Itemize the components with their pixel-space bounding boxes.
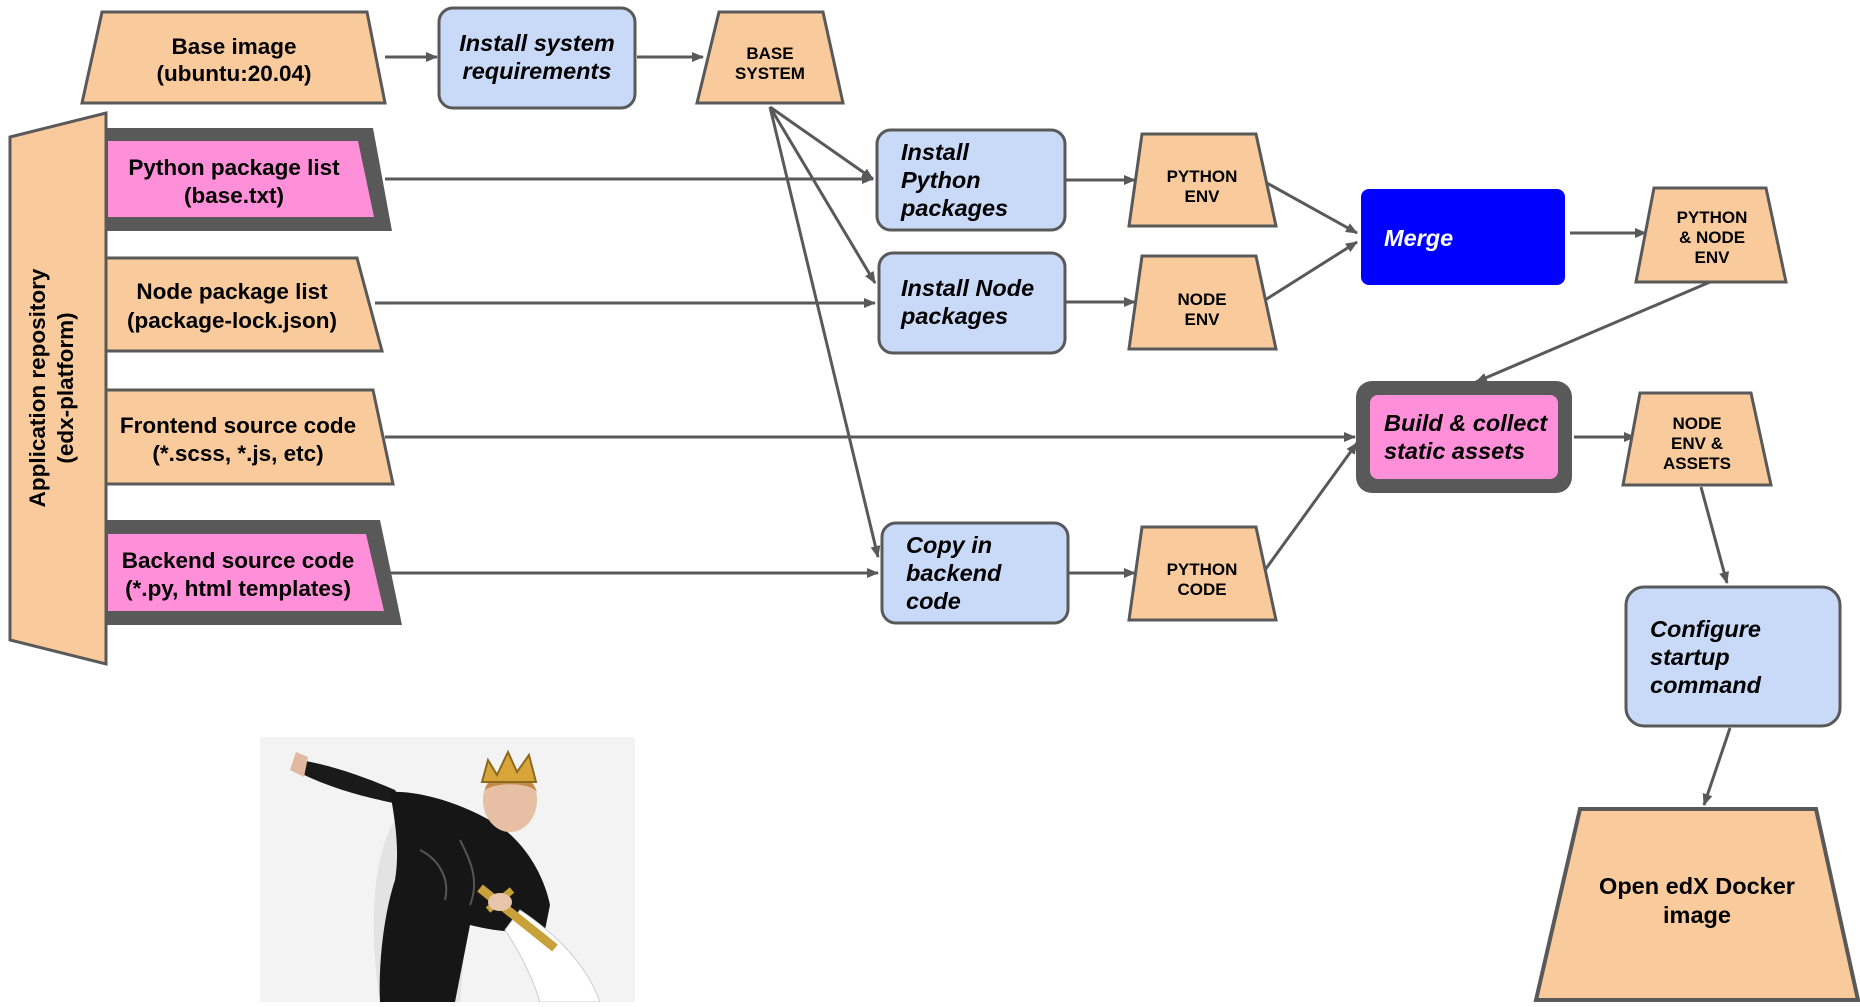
connectors (375, 52, 1732, 806)
performer-photo (260, 737, 635, 1002)
install-python-line3: packages (900, 195, 1008, 221)
process-copy-backend: Copy in backend code (880, 521, 1070, 625)
copy-backend-line1: Copy in (906, 532, 992, 558)
install-python-line1: Install (901, 139, 969, 165)
artifact-base-system: BASE SYSTEM (695, 10, 845, 105)
base-image-line2: (ubuntu:20.04) (157, 61, 312, 86)
node-env-line1: NODE (1177, 290, 1226, 309)
artifact-python-node-env: PYTHON & NODE ENV (1634, 186, 1788, 284)
copy-backend-line3: code (906, 588, 961, 614)
python-code-line2: CODE (1177, 580, 1226, 599)
base-system-line1: BASE (746, 44, 793, 63)
artifact-docker-image: Open edX Docker image (1533, 807, 1860, 1002)
edge-python-code-to-build-assets (1263, 442, 1359, 571)
process-install-python: Install Python packages (875, 128, 1067, 232)
configure-line1: Configure (1650, 616, 1761, 642)
edge-configure-to-docker-image (1702, 727, 1732, 806)
edge-python-env-to-merge (1264, 180, 1358, 235)
process-configure-startup: Configure startup command (1624, 585, 1842, 728)
edge-node-env-to-merge (1264, 240, 1358, 302)
repository-label-line1: Application repository (25, 268, 50, 507)
python-code-line1: PYTHON (1167, 560, 1238, 579)
python-node-env-line1: PYTHON (1677, 208, 1748, 227)
process-build-assets: Build & collect static assets (1356, 381, 1572, 493)
input-backend-source: Backend source code (*.py, html template… (106, 520, 402, 625)
artifact-python-code: PYTHON CODE (1127, 525, 1278, 622)
configure-line3: command (1650, 672, 1762, 698)
process-install-system: Install system requirements (437, 6, 637, 110)
artifact-node-env: NODE ENV (1127, 254, 1278, 351)
edge-base-system-to-install-node (768, 106, 877, 284)
python-node-env-line2: & NODE (1679, 228, 1745, 247)
configure-line2: startup (1650, 644, 1730, 670)
merge-label: Merge (1384, 225, 1453, 251)
node-env-assets-line2: ENV & (1671, 434, 1723, 453)
docker-image-line1: Open edX Docker (1599, 873, 1795, 899)
process-merge: Merge (1361, 189, 1565, 285)
edge-python-node-env-to-build-assets (1475, 280, 1711, 384)
frontend-line1: Frontend source code (120, 413, 356, 438)
node-list-line1: Node package list (136, 279, 328, 304)
install-python-line2: Python (901, 167, 981, 193)
backend-line2: (*.py, html templates) (125, 576, 351, 601)
build-assets-line2: static assets (1384, 438, 1525, 464)
python-env-line2: ENV (1185, 187, 1221, 206)
python-env-line1: PYTHON (1167, 167, 1238, 186)
install-node-line1: Install Node (901, 275, 1034, 301)
process-install-node: Install Node packages (877, 251, 1067, 355)
frontend-line2: (*.scss, *.js, etc) (152, 441, 323, 466)
node-env-line2: ENV (1185, 310, 1221, 329)
input-python-package-list: Python package list (base.txt) (106, 128, 392, 231)
input-base-image: Base image (ubuntu:20.04) (80, 10, 387, 105)
python-list-line1: Python package list (128, 155, 340, 180)
python-node-env-line3: ENV (1695, 248, 1731, 267)
install-node-line2: packages (900, 303, 1008, 329)
copy-backend-line2: backend (906, 560, 1002, 586)
application-repository: Application repository (edx-platform) (8, 111, 108, 666)
docker-image-line2: image (1663, 902, 1731, 928)
base-image-line1: Base image (171, 34, 296, 59)
install-system-line1: Install system (459, 30, 614, 56)
backend-line1: Backend source code (122, 548, 355, 573)
build-assets-line1: Build & collect (1384, 410, 1548, 436)
edge-base-system-to-install-python (769, 105, 874, 181)
edge-node-env-assets-to-configure (1699, 486, 1729, 584)
node-env-assets-line3: ASSETS (1663, 454, 1731, 473)
base-system-line2: SYSTEM (735, 64, 805, 83)
node-list-line2: (package-lock.json) (127, 308, 337, 333)
artifact-python-env: PYTHON ENV (1127, 132, 1278, 228)
install-system-line2: requirements (463, 58, 612, 84)
python-list-line2: (base.txt) (184, 183, 284, 208)
input-frontend-source: Frontend source code (*.scss, *.js, etc) (104, 388, 395, 486)
input-node-package-list: Node package list (package-lock.json) (104, 256, 384, 353)
node-env-assets-line1: NODE (1672, 414, 1721, 433)
repository-label-line2: (edx-platform) (53, 312, 78, 463)
edge-base-system-to-copy-backend (768, 106, 881, 558)
artifact-node-env-assets: NODE ENV & ASSETS (1621, 391, 1773, 487)
